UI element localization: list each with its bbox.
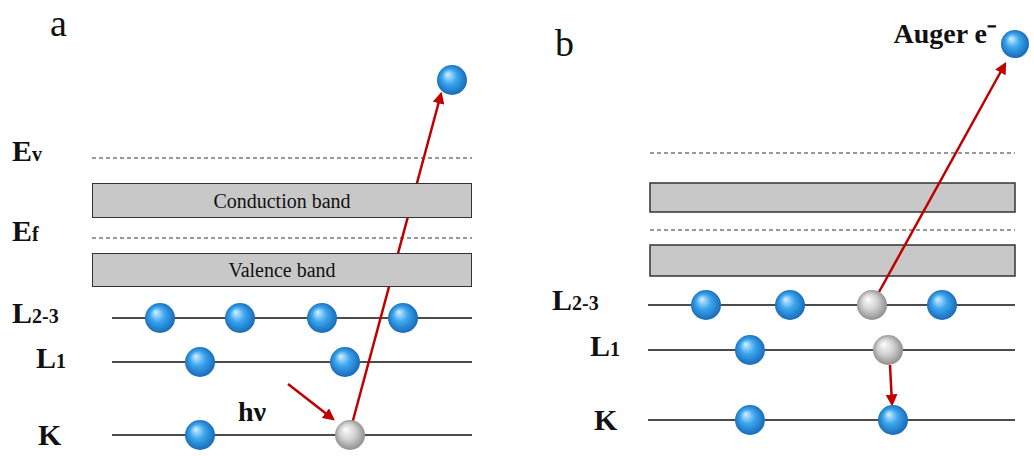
band-label: Conduction band <box>213 191 350 211</box>
energy-level <box>112 361 472 363</box>
photoelectron <box>437 65 467 95</box>
electron <box>185 347 215 377</box>
electron <box>225 303 255 333</box>
auger-electron-label: Auger e⁻ <box>893 20 996 48</box>
electron <box>388 303 418 333</box>
electron <box>330 347 360 377</box>
valence-band-box: Valence band <box>92 253 472 287</box>
energy-level <box>648 349 1015 351</box>
photon-label: hν <box>238 398 266 426</box>
conduction-band-box: Conduction band <box>92 183 472 218</box>
relaxation-arrow <box>890 365 892 404</box>
electron <box>927 290 957 320</box>
electron <box>775 290 805 320</box>
electron <box>185 420 215 450</box>
conduction-band-box <box>650 183 1015 212</box>
panel-letter: b <box>555 24 574 62</box>
photon-arrow <box>288 384 333 419</box>
electron <box>307 303 337 333</box>
panel-a <box>92 65 472 450</box>
level-label: L1 <box>36 343 66 373</box>
electron <box>735 335 765 365</box>
band-label: Valence band <box>228 260 335 280</box>
panel-b <box>648 30 1029 435</box>
hole <box>857 290 887 320</box>
panel-letter: a <box>50 4 67 42</box>
auger-emission-arrow <box>879 64 1005 292</box>
valence-band-box <box>650 245 1015 276</box>
level-label: L1 <box>590 331 620 361</box>
electron <box>735 405 765 435</box>
vacuum-level <box>650 152 1015 153</box>
level-label: K <box>594 405 617 435</box>
level-label: L2-3 <box>552 285 599 315</box>
level-label: L2-3 <box>12 298 59 328</box>
fermi-level <box>92 237 472 238</box>
auger-electron <box>1001 30 1029 58</box>
level-label: Ev <box>12 136 42 166</box>
electron <box>691 290 721 320</box>
level-label: K <box>38 420 61 450</box>
electron <box>145 303 175 333</box>
energy-level <box>112 434 472 436</box>
vacuum-level <box>92 157 472 158</box>
level-label: Ef <box>12 216 39 246</box>
core-hole <box>335 420 365 450</box>
fermi-level <box>650 229 1015 230</box>
hole <box>873 335 903 365</box>
electron <box>878 405 908 435</box>
energy-level <box>648 419 1015 421</box>
